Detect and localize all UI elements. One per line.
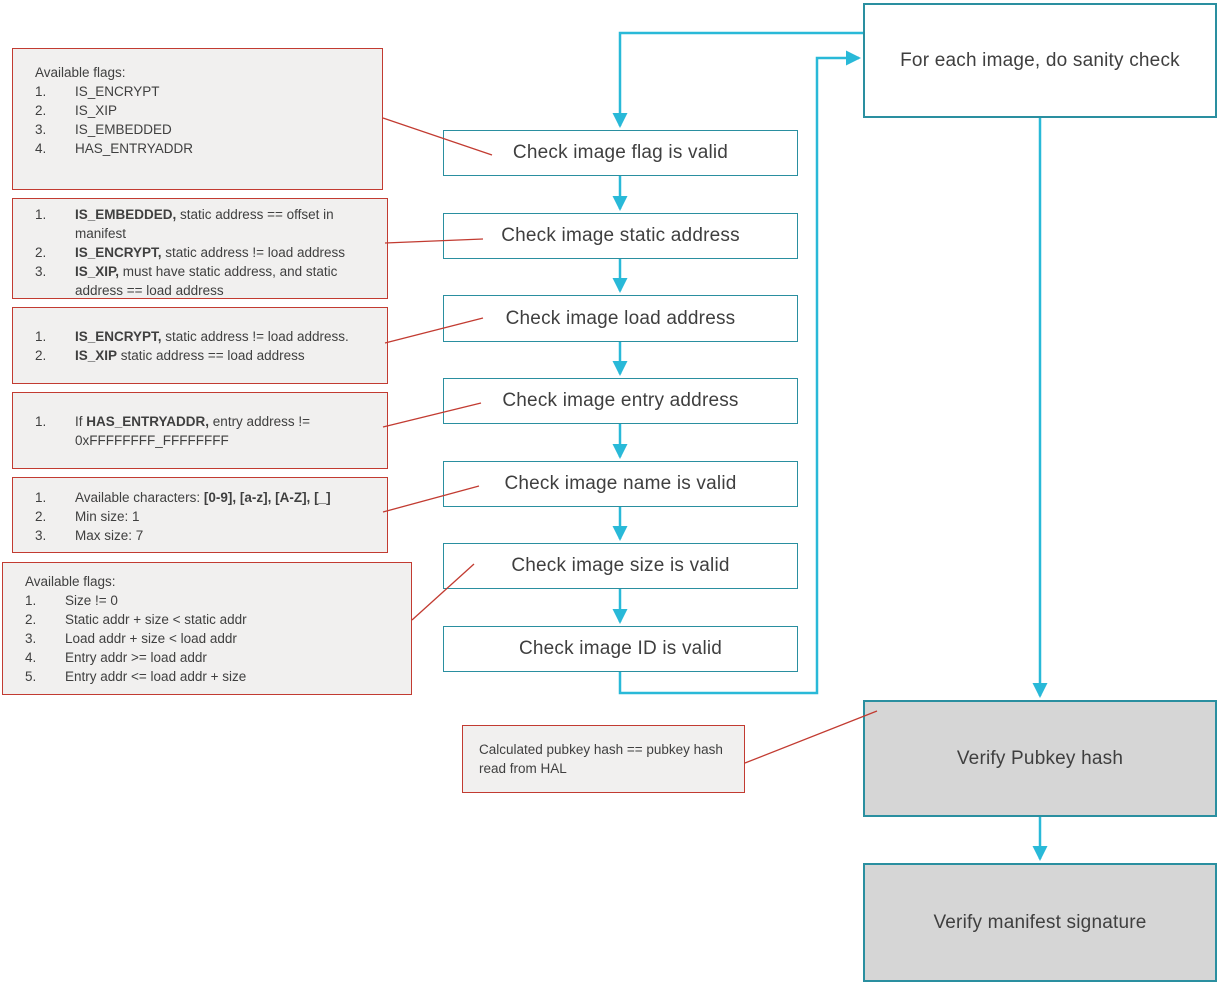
note-item: 2. IS_XIP static address == load address: [35, 348, 305, 363]
note-size-rules: Available flags: 1. Size != 0 2. Static …: [2, 562, 412, 695]
check-box-size: Check image size is valid: [443, 543, 798, 589]
check-box-load-address: Check image load address: [443, 295, 798, 342]
note-item: 5. Entry addr <= load addr + size: [25, 669, 247, 684]
connector-start-to-flag-arrow: [612, 31, 863, 129]
note-available-flags: Available flags: 1. IS_ENCRYPT 2. IS_XIP…: [12, 48, 383, 190]
start-box-label: For each image, do sanity check: [900, 49, 1180, 71]
note-title: Available flags:: [25, 574, 116, 589]
check-box-static-address: Check image static address: [443, 213, 798, 259]
verify-manifest-label: Verify manifest signature: [933, 911, 1147, 933]
check-box-load-address-label: Check image load address: [505, 307, 736, 329]
note-item: 2. Min size: 1: [35, 509, 140, 524]
check-box-static-address-label: Check image static address: [501, 225, 740, 246]
note-pubkey-hash: Calculated pubkey hash == pubkey hash re…: [462, 725, 745, 793]
check-box-flag-label: Check image flag is valid: [512, 142, 729, 163]
check-box-size-label: Check image size is valid: [511, 555, 730, 576]
note-item: 1. IS_EMBEDDED, static address == offset…: [35, 207, 334, 241]
note-item: 3. Max size: 7: [35, 528, 144, 543]
note-item: 3. IS_EMBEDDED: [35, 122, 172, 137]
note-item: 2. IS_ENCRYPT, static address != load ad…: [35, 245, 346, 260]
note-title: Available flags:: [35, 65, 126, 80]
check-box-name: Check image name is valid: [443, 461, 798, 507]
note-item: 1. IS_ENCRYPT, static address != load ad…: [35, 329, 349, 344]
note-name-rules: 1. Available characters: [0-9], [a-z], […: [12, 477, 388, 553]
note-item: 1. Available characters: [0-9], [a-z], […: [35, 490, 331, 505]
note-item: 3. Load addr + size < load addr: [25, 631, 237, 646]
check-box-id: Check image ID is valid: [443, 626, 798, 672]
check-box-entry-address: Check image entry address: [443, 378, 798, 424]
verify-pubkey-label: Verify Pubkey hash: [956, 747, 1124, 769]
note-item: 3. IS_XIP, must have static address, and…: [35, 264, 338, 298]
check-box-entry-address-label: Check image entry address: [502, 390, 739, 411]
note-load-address-rules: 1. IS_ENCRYPT, static address != load ad…: [12, 307, 388, 384]
check-box-name-label: Check image name is valid: [504, 473, 737, 494]
verify-manifest-box: Verify manifest signature: [863, 863, 1217, 982]
verify-pubkey-box: Verify Pubkey hash: [863, 700, 1217, 817]
note-item: 1. IS_ENCRYPT: [35, 84, 160, 99]
note-entry-address-rules: 1. If HAS_ENTRYADDR, entry address != 0x…: [12, 392, 388, 469]
note-static-address-rules: 1. IS_EMBEDDED, static address == offset…: [12, 198, 388, 299]
note-item: 1. If HAS_ENTRYADDR, entry address != 0x…: [35, 414, 310, 448]
note-item: 4. HAS_ENTRYADDR: [35, 141, 194, 156]
note-pubkey-text: Calculated pubkey hash == pubkey hash re…: [479, 742, 723, 776]
note-item: 2. IS_XIP: [35, 103, 118, 118]
check-box-id-label: Check image ID is valid: [518, 638, 723, 659]
note-item: 4. Entry addr >= load addr: [25, 650, 207, 665]
leader-line-pubkey-note: [744, 710, 878, 764]
check-box-flag: Check image flag is valid: [443, 130, 798, 176]
note-item: 1. Size != 0: [25, 593, 118, 608]
start-box: For each image, do sanity check: [863, 3, 1217, 118]
note-item: 2. Static addr + size < static addr: [25, 612, 247, 627]
